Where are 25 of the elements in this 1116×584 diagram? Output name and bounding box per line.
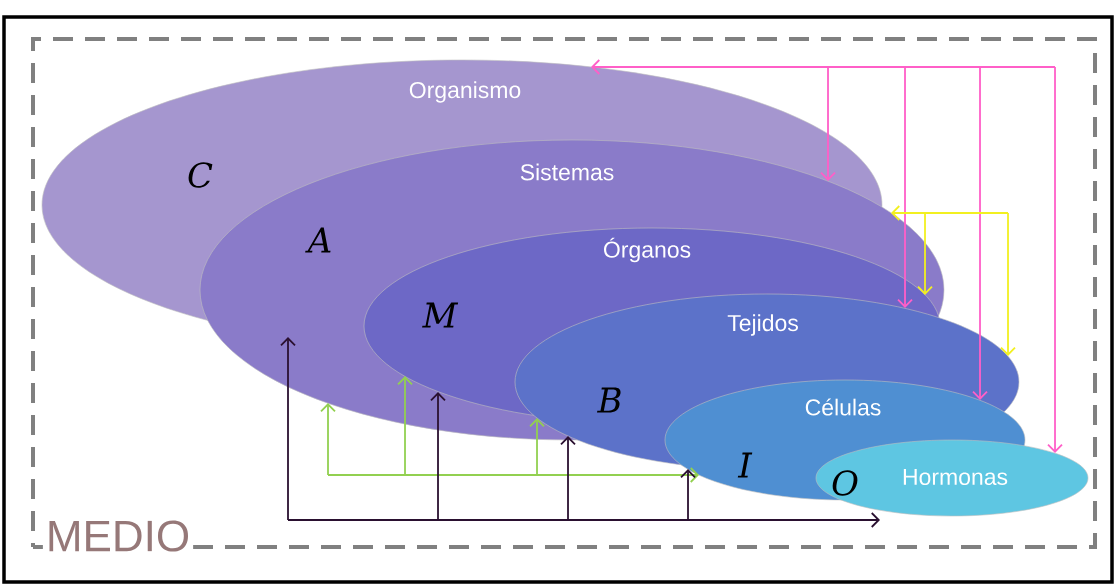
arrow (1047, 66, 1063, 453)
arrow (397, 376, 413, 476)
arrow (430, 392, 446, 521)
arrow (560, 436, 576, 521)
level-label: Células (805, 398, 881, 416)
arrow (917, 212, 1009, 295)
arrow (1000, 212, 1016, 356)
level-label: Hormonas (903, 469, 1008, 486)
level-label: Tejidos (727, 314, 798, 336)
arrow (280, 337, 296, 521)
letter: C (188, 162, 213, 188)
arrow (327, 467, 699, 483)
arrow (529, 418, 545, 476)
region-label: MEDIO (42, 517, 194, 555)
level-label: Organismo (409, 81, 521, 103)
letter: O (832, 470, 858, 496)
level-label: Órganos (604, 237, 691, 263)
letter: B (597, 387, 621, 413)
level-label: Sistemas (520, 163, 614, 181)
letter: A (305, 227, 331, 253)
arrow (287, 512, 880, 528)
arrow (320, 403, 336, 476)
arrow (680, 469, 696, 521)
letter: M (422, 302, 459, 328)
letter: I (737, 452, 753, 478)
